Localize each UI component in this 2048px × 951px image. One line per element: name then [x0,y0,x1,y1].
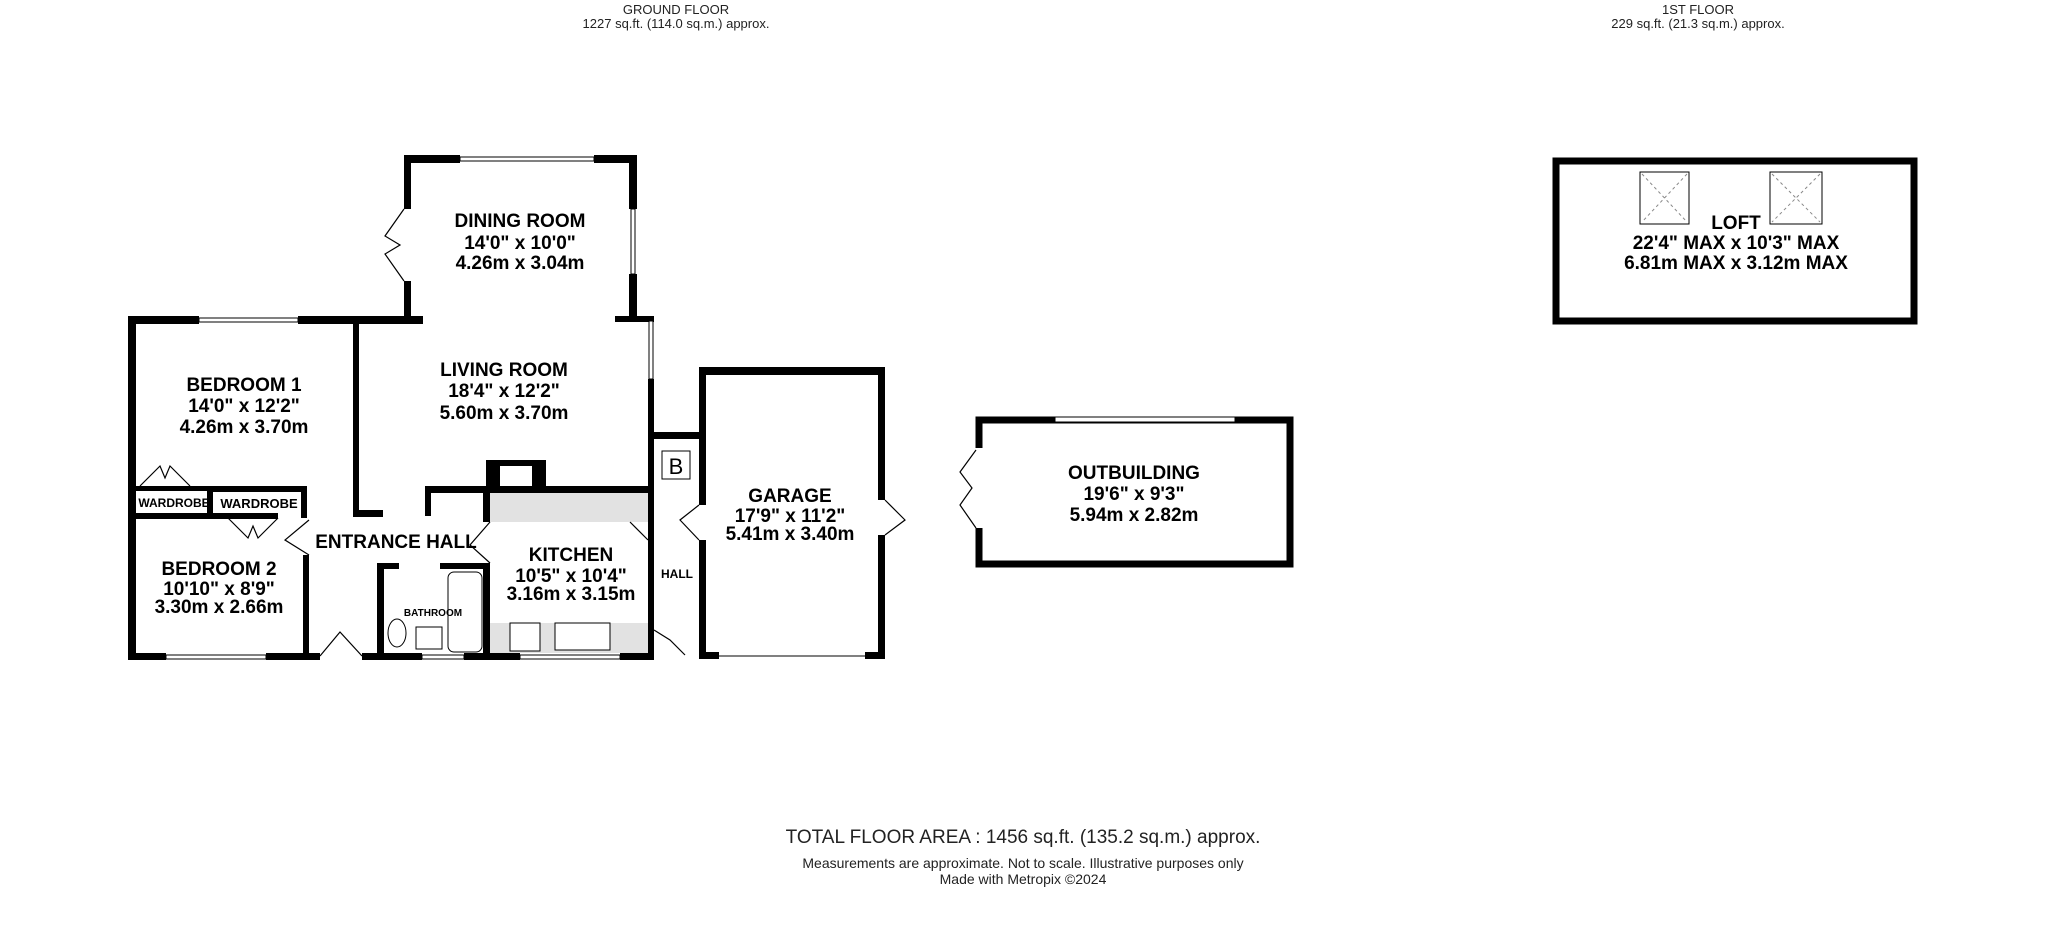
room-name: OUTBUILDING [1068,463,1200,484]
ground-floor-area: 1227 sq.ft. (114.0 sq.m.) approx. [583,16,770,31]
room-metric: 3.16m x 3.15m [507,584,636,605]
room-metric: 4.26m x 3.04m [456,253,585,274]
ground-floor-walls: B [128,155,906,660]
room-kitchen: KITCHEN 10'5" x 10'4" 3.16m x 3.15m [507,545,636,605]
sink [554,622,611,651]
window [459,156,595,162]
entrance-hall-label: ENTRANCE HALL [315,532,477,553]
window [198,317,299,323]
french-door [959,449,977,529]
room-metric: 5.60m x 3.70m [440,403,569,424]
door [283,519,310,556]
skylight-icon [1639,171,1690,225]
room-name: LOFT [1711,213,1761,234]
boiler-box [661,450,691,480]
room-imperial: 19'6" x 9'3" [1083,484,1184,505]
wardrobe-label: WARDROBE [138,496,209,510]
window [1054,416,1236,423]
total-floor-area: TOTAL FLOOR AREA : 1456 sq.ft. (135.2 sq… [786,827,1261,848]
door [884,499,906,536]
room-metric: 3.30m x 2.66m [155,597,284,618]
first-floor-title: 1ST FLOOR [1662,2,1734,17]
window [630,208,636,275]
door [679,504,700,541]
bathroom-label: BATHROOM [404,608,462,619]
room-name: LIVING ROOM [440,360,568,381]
room-metric: 4.26m x 3.70m [180,417,309,438]
room-name: GARAGE [748,486,831,507]
room-name: BEDROOM 1 [186,375,302,396]
room-metric: 5.94m x 2.82m [1070,505,1199,526]
window [165,654,267,660]
room-dining: DINING ROOM 14'0" x 10'0" 4.26m x 3.04m [455,211,586,274]
wardrobe-door [139,464,191,487]
outbuilding: OUTBUILDING 19'6" x 9'3" 5.94m x 2.82m [959,416,1294,568]
room-imperial: 18'4" x 12'2" [448,381,560,402]
kitchen-counter [490,492,648,522]
door [653,629,686,656]
bathtub [447,571,483,653]
room-name: DINING ROOM [455,211,586,232]
window [519,654,621,660]
room-imperial: 17'9" x 11'2" [735,506,846,527]
room-garage: GARAGE 17'9" x 11'2" 5.41m x 3.40m [726,486,855,545]
boiler-label: B [669,454,684,479]
room-bedroom1: BEDROOM 1 14'0" x 12'2" 4.26m x 3.70m [180,375,309,438]
skylight-icon [1769,171,1823,225]
basin [415,626,443,650]
wardrobe-label: WARDROBE [220,496,298,511]
hob [509,622,541,652]
room-metric: 6.81m MAX x 3.12m MAX [1624,253,1848,274]
wardrobe-door [227,517,279,540]
french-door [384,208,405,282]
ground-floor-title: GROUND FLOOR [623,2,729,17]
hall-label: HALL [661,567,693,581]
room-living: LIVING ROOM 18'4" x 12'2" 5.60m x 3.70m [440,360,569,424]
room-imperial: 14'0" x 12'2" [188,396,300,417]
room-imperial: 14'0" x 10'0" [464,233,576,254]
loft: LOFT 22'4" MAX x 10'3" MAX 6.81m MAX x 3… [1552,157,1918,325]
front-door [319,631,363,657]
window [648,320,654,380]
room-metric: 5.41m x 3.40m [726,524,855,545]
first-floor-area: 229 sq.ft. (21.3 sq.m.) approx. [1611,16,1784,31]
disclaimer: Measurements are approximate. Not to sca… [802,855,1243,871]
room-imperial: 10'5" x 10'4" [515,566,627,587]
room-name: KITCHEN [529,545,613,566]
credit: Made with Metropix ©2024 [940,871,1107,887]
door [469,521,649,564]
room-bedroom2: BEDROOM 2 10'10" x 8'9" 3.30m x 2.66m [155,559,284,618]
room-imperial: 22'4" MAX x 10'3" MAX [1633,233,1840,254]
room-imperial: 10'10" x 8'9" [163,579,275,600]
room-name: BEDROOM 2 [161,559,276,580]
toilet [387,618,407,648]
